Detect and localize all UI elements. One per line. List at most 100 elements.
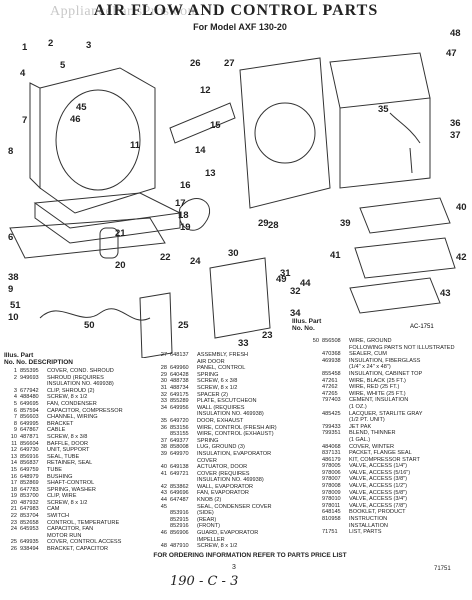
illus-no: 40 <box>160 464 167 471</box>
description: UNIT, SUPPORT <box>47 447 90 454</box>
part-no: 797403 <box>322 397 341 404</box>
illus-no: 50 <box>312 338 319 344</box>
part-no: 856603 <box>20 414 39 421</box>
table-row: 853916(SIDE) <box>154 510 304 517</box>
description: INSULATION NO. 469938) <box>47 381 114 388</box>
callout: 13 <box>205 168 216 179</box>
description: BUSHING <box>47 473 73 480</box>
callout: 29 <box>258 218 269 229</box>
description: (SIDE) <box>197 510 214 517</box>
base-rail <box>9 217 166 259</box>
part-no: 649695 <box>20 400 39 407</box>
callout: 42 <box>456 252 467 263</box>
part-no: 645953 <box>20 526 39 533</box>
description: SPRING <box>197 437 219 444</box>
illus-no: 45 <box>160 503 167 510</box>
part-no: 648137 <box>170 352 189 358</box>
page-title: AIR FLOW AND CONTROL PARTS <box>93 2 379 19</box>
part-no: 487871 <box>20 433 39 440</box>
description: SPRING, WASHER <box>47 486 96 493</box>
part-no: 837131 <box>322 450 341 457</box>
part-no: 856837 <box>20 460 39 467</box>
description: INSULATION NO. 469938) <box>197 477 264 484</box>
illus-no: 17 <box>10 480 17 487</box>
description: SCREW, 8 x 1/2 <box>47 499 88 506</box>
callout: 32 <box>290 286 301 297</box>
description: VALVE, ACCESS (3/8") <box>349 476 408 483</box>
description: COVER <box>197 457 217 464</box>
part-no: 484068 <box>322 443 341 450</box>
callout: 5 <box>60 60 66 71</box>
description: SHAFT-CONTROL <box>47 480 95 487</box>
watermark: AppliancePartsPros.com <box>50 4 200 19</box>
description: WIRE, CONTROL (EXHAUST) <box>197 431 274 438</box>
description: SEAL, CONDENSER COVER <box>197 503 272 510</box>
control-panel <box>209 257 271 339</box>
part-no: 978005 <box>322 463 341 470</box>
description: BAFFLE, DOOR <box>47 440 89 447</box>
illus-no: 16 <box>10 473 17 480</box>
callout: 22 <box>160 252 171 263</box>
illus-no: 3 <box>13 387 17 394</box>
illus-no: 10 <box>10 433 17 440</box>
illus-no: 29 <box>160 371 167 378</box>
description: FOLLOWING PARTS NOT ILLUSTRATED <box>349 344 455 351</box>
description: GUARD, EVAPORATOR <box>197 530 259 537</box>
illus-no: 34 <box>160 404 167 411</box>
callout: 50 <box>84 320 95 331</box>
part-no: 649138 <box>170 464 189 471</box>
part-no: 852915 <box>170 516 189 523</box>
description: SEAL, TUBE <box>47 453 80 460</box>
description: INSULATION, CABINET TOP <box>349 370 423 377</box>
diagram-code: AC-1751 <box>410 324 434 330</box>
illus-no: 32 <box>160 391 167 398</box>
illus-no: 46 <box>160 530 167 537</box>
illus-no: 9 <box>13 427 17 434</box>
description: FAN, EVAPORATOR <box>197 490 249 497</box>
part-no: 488480 <box>20 394 39 401</box>
illus-no: 19 <box>10 493 17 500</box>
callout: 21 <box>115 228 126 239</box>
illus-no: 14 <box>10 460 17 467</box>
description: COVER (REQUIRES <box>197 470 250 477</box>
corner-code: 71751 <box>434 566 451 572</box>
description: VALVE, ACCESS (7/8") <box>349 502 408 509</box>
part-no: 649696 <box>170 490 189 497</box>
callout: 19 <box>180 222 191 233</box>
part-no: 853155 <box>170 431 189 438</box>
illus-no: 26 <box>10 546 17 553</box>
center-wall <box>239 57 331 209</box>
part-no: 677942 <box>20 387 39 394</box>
illus-no: 43 <box>160 490 167 497</box>
exploded-parts-diagram: 1 2 3 4 5 6 7 8 9 10 11 12 13 14 15 16 1… <box>8 28 467 358</box>
description: SWITCH <box>47 513 70 520</box>
callout: 1 <box>22 42 28 53</box>
description: VALVE, ACCESS (3/4") <box>349 496 408 503</box>
description: FAN, CONDENSER <box>47 400 97 407</box>
callout: 27 <box>224 58 235 69</box>
callout: 23 <box>262 330 273 341</box>
part-no: 978007 <box>322 476 341 483</box>
illus-no: 30 <box>160 378 167 385</box>
part-no: 799351 <box>322 430 341 437</box>
description: COVER, WINTER <box>349 443 395 450</box>
part-no: 71751 <box>322 529 338 536</box>
